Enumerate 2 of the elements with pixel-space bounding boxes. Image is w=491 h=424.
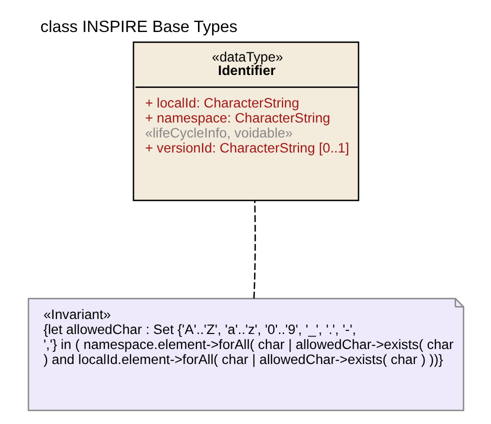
connector	[252, 200, 256, 299]
diagram-title: class INSPIRE Base Types	[40, 18, 237, 36]
